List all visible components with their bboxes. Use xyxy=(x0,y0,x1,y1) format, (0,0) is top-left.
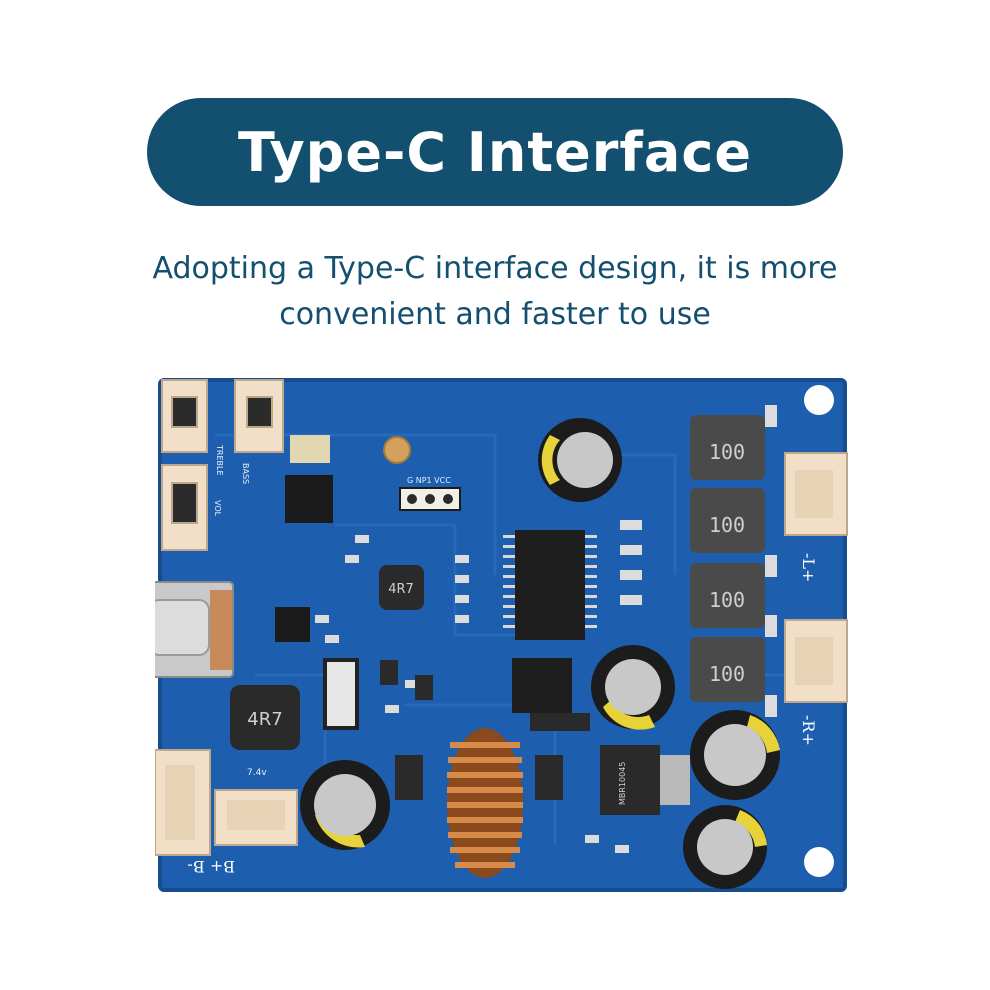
toroid-coil xyxy=(447,728,523,878)
inductor-label-2: 100 xyxy=(709,513,745,537)
inductor-label-3: 100 xyxy=(709,588,745,612)
diode xyxy=(323,658,359,730)
type-c-port xyxy=(155,581,234,678)
small-inductor-top: 4R7 xyxy=(379,565,424,610)
small-inductor-label-bottom: 4R7 xyxy=(247,709,282,730)
title-text: Type-C Interface xyxy=(238,120,752,184)
pcb-board-photo: TREBLE BASS VOL G NP1 VCC 4R7 xyxy=(155,378,848,892)
capacitor-bottom-right xyxy=(683,805,767,889)
speaker-connector-right xyxy=(784,619,848,703)
silk-header: G NP1 VCC xyxy=(407,476,451,485)
battery-connector-horizontal xyxy=(214,789,298,846)
voltage-regulator: MBR10045 xyxy=(600,745,690,815)
inductor-4: 100 xyxy=(690,637,765,702)
small-inductor-bottom: 4R7 xyxy=(230,685,300,750)
jst-connector-bass xyxy=(234,379,284,453)
mount-hole xyxy=(804,847,834,877)
capacitor-bottom-left xyxy=(300,760,390,850)
title-banner: Type-C Interface xyxy=(147,98,843,206)
small-inductor-label-top: 4R7 xyxy=(388,582,414,597)
capacitor-right xyxy=(690,710,780,800)
subtitle-line-1: Adopting a Type-C interface design, it i… xyxy=(152,251,838,286)
crystal xyxy=(290,435,330,463)
inductor-label-4: 100 xyxy=(709,662,745,686)
jst-connector-treble xyxy=(161,379,208,453)
ic-chip xyxy=(285,475,333,523)
subtitle-line-2: convenient and faster to use xyxy=(279,297,711,332)
subtitle: Adopting a Type-C interface design, it i… xyxy=(60,246,930,338)
capacitor-top xyxy=(538,418,622,502)
silk-treble: TREBLE xyxy=(215,444,224,476)
label-battery: B+ B- xyxy=(187,857,235,876)
mount-hole xyxy=(804,385,834,415)
silk-vol: VOL xyxy=(213,500,222,517)
regulator-label: MBR10045 xyxy=(618,762,627,805)
jst-connector-vol xyxy=(161,464,208,551)
inductor-label-1: 100 xyxy=(709,440,745,464)
ic-chip xyxy=(275,607,310,642)
pin-header xyxy=(399,487,461,511)
capacitor-mid xyxy=(591,645,675,730)
label-right-channel: -R+ xyxy=(799,715,818,746)
inductor-2: 100 xyxy=(690,488,765,553)
inductor-3: 100 xyxy=(690,563,765,628)
battery-connector-vertical xyxy=(155,749,211,856)
mosfet-chip xyxy=(512,658,572,713)
amplifier-ic xyxy=(503,530,597,640)
silk-voltage: 7.4v xyxy=(247,768,267,778)
inductor-1: 100 xyxy=(690,415,765,480)
antenna-connector xyxy=(383,436,411,464)
label-left-channel: -L+ xyxy=(799,553,818,582)
silk-bass: BASS xyxy=(241,463,250,484)
speaker-connector-left xyxy=(784,452,848,536)
